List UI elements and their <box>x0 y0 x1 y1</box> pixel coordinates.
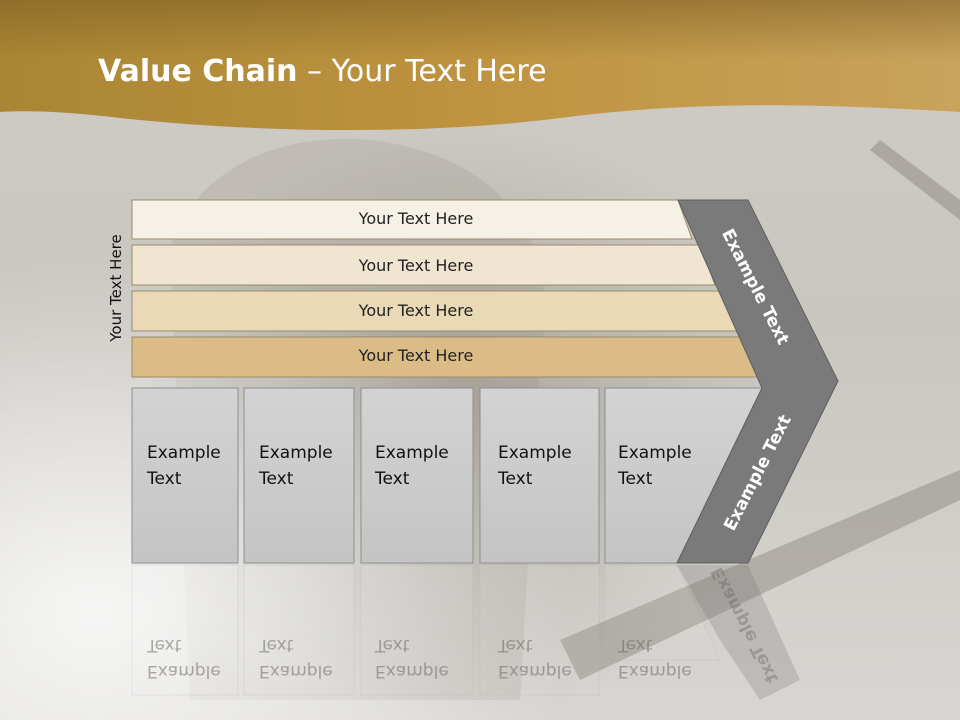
column-2-reflection-line2: Text <box>259 635 294 655</box>
bar-4-label: Your Text Here <box>358 346 474 365</box>
column-4-line1: Example <box>498 443 572 463</box>
column-1-reflection-line1: Example <box>147 661 221 681</box>
side-label: Your Text Here <box>107 234 125 342</box>
column-1-shape <box>131 387 239 564</box>
title-rest: – Your Text Here <box>297 54 547 89</box>
column-1-reflection: Example Text <box>147 632 237 684</box>
column-4-text: Example Text <box>498 440 588 492</box>
title-bold: Value Chain <box>98 54 298 89</box>
bar-2-shape <box>131 244 716 286</box>
page-title: Value Chain – Your Text Here <box>98 54 547 89</box>
bar-1-label: Your Text Here <box>358 209 474 228</box>
column-5-reflection: Example Text <box>618 632 708 684</box>
column-4-reflection: Example Text <box>498 632 588 684</box>
column-3-reflection-line2: Text <box>375 635 410 655</box>
column-5-line2: Text <box>618 469 653 489</box>
column-5-reflection-line1: Example <box>618 661 692 681</box>
column-2-reflection: Example Text <box>259 632 349 684</box>
bar-1-shape <box>131 199 693 240</box>
column-3-line1: Example <box>375 443 449 463</box>
column-2-line1: Example <box>259 443 333 463</box>
column-2-line2: Text <box>259 469 294 489</box>
column-4-line2: Text <box>498 469 533 489</box>
column-2-reflection-line1: Example <box>259 661 333 681</box>
column-5-text: Example Text <box>618 440 708 492</box>
column-3-shape <box>360 387 474 564</box>
column-1-reflection-line2: Text <box>147 635 182 655</box>
column-5-reflection-line2: Text <box>618 635 653 655</box>
chevron-shape <box>676 199 839 564</box>
column-4-reflection-line2: Text <box>498 635 533 655</box>
column-2-shape <box>243 387 355 564</box>
column-1-line1: Example <box>147 443 221 463</box>
column-1-text: Example Text <box>147 440 237 492</box>
bar-3-label: Your Text Here <box>358 301 474 320</box>
column-4-reflection-line1: Example <box>498 661 572 681</box>
column-5-line1: Example <box>618 443 692 463</box>
column-3-text: Example Text <box>375 440 465 492</box>
column-3-reflection-line1: Example <box>375 661 449 681</box>
column-3-line2: Text <box>375 469 410 489</box>
column-2-text: Example Text <box>259 440 349 492</box>
column-4-shape <box>479 387 600 564</box>
column-1-line2: Text <box>147 469 182 489</box>
column-3-reflection: Example Text <box>375 632 465 684</box>
bar-2-label: Your Text Here <box>358 256 474 275</box>
